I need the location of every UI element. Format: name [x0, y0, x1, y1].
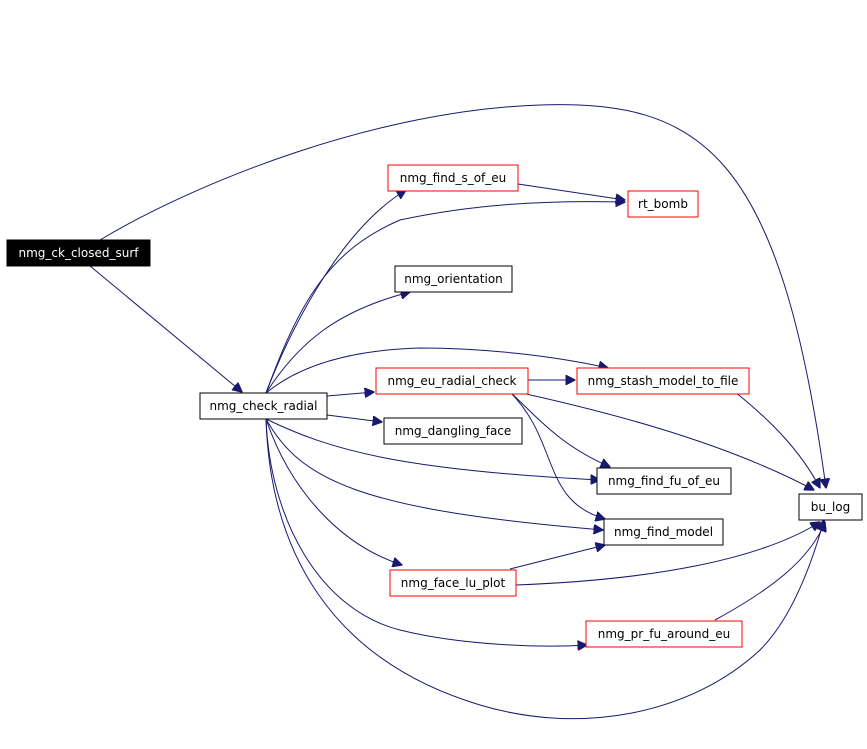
node-label-nmg-dangling-face: nmg_dangling_face	[395, 424, 512, 438]
node-label-nmg-find-s-of-eu: nmg_find_s_of_eu	[400, 171, 507, 185]
edge-nmg-find-s-of-eu-to-rt-bomb	[517, 183, 625, 200]
node-box	[199, 392, 328, 420]
edge-nmg-check-radial-to-nmg-face-lu-plot	[265, 418, 402, 565]
node-box	[576, 367, 750, 395]
node-nmg-pr-fu-around-eu[interactable]: nmg_pr_fu_around_eu	[585, 620, 743, 648]
node-box	[596, 467, 732, 495]
edge-nmg-check-radial-to-nmg-find-s-of-eu	[265, 190, 406, 394]
node-label-nmg-stash-model-to-file: nmg_stash_model_to_file	[588, 374, 739, 388]
edge-nmg-eu-radial-check-to-nmg-find-fu-of-eu	[507, 389, 610, 467]
edge-nmg-check-radial-to-nmg-find-fu-of-eu	[265, 418, 600, 480]
node-label-nmg-ck-closed-surf: nmg_ck_closed_surf	[19, 246, 140, 260]
edge-nmg-check-radial-to-rt-bomb	[265, 202, 625, 394]
edge-nmg-face-lu-plot-to-nmg-find-model	[509, 545, 605, 570]
edge-nmg-check-radial-to-bu-log	[265, 418, 824, 720]
node-label-rt-bomb: rt_bomb	[638, 197, 688, 211]
node-label-nmg-orientation: nmg_orientation	[404, 272, 503, 286]
node-box	[6, 239, 151, 267]
node-box	[585, 620, 743, 648]
edge-nmg-face-lu-plot-to-bu-log	[515, 522, 820, 586]
edge-nmg-ck-closed-surf-to-nmg-check-radial	[89, 265, 242, 392]
edge-nmg-ck-closed-surf-to-bu-log	[99, 104, 826, 488]
node-nmg-stash-model-to-file[interactable]: nmg_stash_model_to_file	[576, 367, 750, 395]
node-box	[394, 265, 513, 293]
node-label-bu-log: bu_log	[811, 500, 851, 514]
node-nmg-face-lu-plot[interactable]: nmg_face_lu_plot	[389, 569, 517, 597]
node-label-nmg-eu-radial-check: nmg_eu_radial_check	[388, 374, 517, 388]
node-nmg-orientation[interactable]: nmg_orientation	[394, 265, 513, 293]
node-nmg-eu-radial-check[interactable]: nmg_eu_radial_check	[375, 367, 529, 395]
node-nmg-find-s-of-eu[interactable]: nmg_find_s_of_eu	[387, 164, 519, 192]
edge-nmg-eu-radial-check-to-nmg-find-model	[507, 389, 605, 519]
edges	[89, 104, 826, 720]
edge-nmg-check-radial-to-nmg-stash-model-to-file	[265, 347, 608, 394]
node-rt-bomb[interactable]: rt_bomb	[627, 190, 699, 218]
node-label-nmg-find-fu-of-eu: nmg_find_fu_of_eu	[608, 474, 720, 488]
node-label-nmg-find-model: nmg_find_model	[614, 525, 713, 539]
node-nmg-check-radial[interactable]: nmg_check_radial	[199, 392, 328, 420]
node-box	[389, 569, 517, 597]
node-box	[383, 417, 523, 445]
node-nmg-dangling-face[interactable]: nmg_dangling_face	[383, 417, 523, 445]
node-box	[627, 190, 699, 218]
node-box	[603, 518, 724, 546]
edge-nmg-check-radial-to-nmg-orientation	[265, 292, 410, 394]
edge-nmg-check-radial-to-nmg-dangling-face	[326, 414, 382, 422]
node-nmg-ck-closed-surf[interactable]: nmg_ck_closed_surf	[6, 239, 151, 267]
edge-nmg-pr-fu-around-eu-to-bu-log	[714, 522, 825, 621]
edge-nmg-check-radial-to-nmg-eu-radial-check	[326, 392, 374, 396]
edge-nmg-check-radial-to-nmg-find-model	[265, 418, 603, 530]
node-nmg-find-model[interactable]: nmg_find_model	[603, 518, 724, 546]
node-box	[387, 164, 519, 192]
node-nmg-find-fu-of-eu[interactable]: nmg_find_fu_of_eu	[596, 467, 732, 495]
node-box	[375, 367, 529, 395]
node-label-nmg-check-radial: nmg_check_radial	[210, 399, 318, 413]
node-label-nmg-pr-fu-around-eu: nmg_pr_fu_around_eu	[598, 627, 730, 641]
nodes: nmg_ck_closed_surf nmg_check_radial nmg_…	[6, 164, 863, 648]
node-box	[798, 493, 863, 521]
node-bu-log[interactable]: bu_log	[798, 493, 863, 521]
edge-nmg-check-radial-to-nmg-pr-fu-around-eu	[265, 418, 587, 646]
edge-nmg-eu-radial-check-to-bu-log	[507, 389, 814, 490]
edge-nmg-stash-model-to-file-to-bu-log	[734, 391, 820, 488]
node-label-nmg-face-lu-plot: nmg_face_lu_plot	[401, 576, 506, 590]
